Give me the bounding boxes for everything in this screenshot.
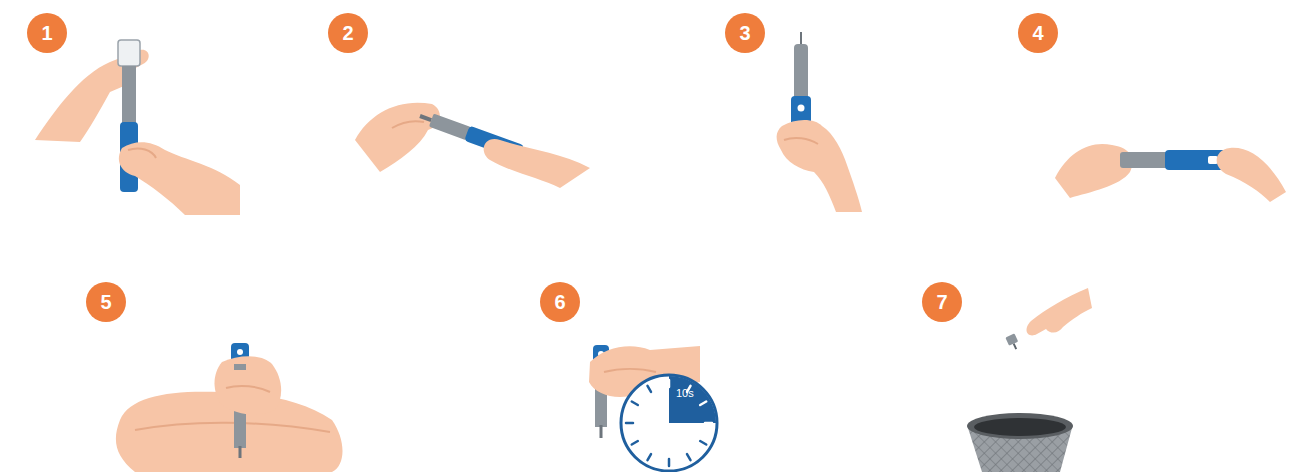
clock-outline (618, 372, 720, 472)
hand (484, 139, 590, 188)
clock-tick (632, 402, 638, 406)
finger-line (226, 386, 270, 392)
step-number: 3 (740, 23, 751, 43)
pen-cartridge (234, 364, 246, 370)
clock-tick (648, 454, 652, 460)
clock-tick (700, 441, 706, 445)
step-number-badge: 7 (922, 282, 962, 322)
step-4-art (1055, 144, 1286, 202)
finger-line (604, 369, 656, 372)
step-number: 5 (101, 292, 112, 312)
needle (1013, 343, 1017, 349)
badge-fill (725, 13, 765, 53)
needle (800, 32, 802, 46)
clock-face (621, 375, 717, 471)
hand (1027, 288, 1092, 335)
pen-window (237, 349, 243, 355)
step-2-art (355, 103, 590, 188)
step-number: 4 (1033, 23, 1044, 43)
pen-cartridge (429, 114, 471, 141)
step-number-badge: 6 (540, 282, 580, 322)
finger-line (128, 148, 156, 158)
step-number-badge: 3 (725, 13, 765, 53)
clock-tick (700, 402, 706, 406)
step-number-badge: 2 (328, 13, 368, 53)
pen-cartridge (1120, 152, 1168, 168)
badge-fill (328, 13, 368, 53)
clock-tick (626, 422, 633, 425)
hand (777, 120, 862, 212)
clock-tick (705, 422, 712, 425)
clock-tick (648, 386, 652, 392)
needle-hub (1005, 333, 1018, 345)
needle (600, 425, 603, 438)
step-number: 7 (937, 292, 948, 312)
skin-fold (135, 423, 330, 432)
clock-tick (668, 459, 671, 466)
badge-fill (86, 282, 126, 322)
pen-window (798, 105, 805, 112)
finger-line (784, 138, 818, 144)
step-number: 2 (343, 23, 354, 43)
badge-fill (540, 282, 580, 322)
badge-fill (1018, 13, 1058, 53)
step-number-badge: 5 (86, 282, 126, 322)
used-needle (1005, 333, 1020, 351)
bin-opening (974, 418, 1066, 436)
badge-fill (27, 13, 67, 53)
hand (1055, 144, 1133, 198)
badge-fill (922, 282, 962, 322)
clock-tick (632, 441, 638, 445)
pen-cartridge (122, 66, 136, 126)
timer-clock: 10s (618, 372, 720, 472)
clock-tick (668, 380, 671, 387)
finger-line (392, 121, 424, 128)
clock-wedge (669, 376, 716, 423)
step-number: 6 (555, 292, 566, 312)
needle-cap (118, 40, 140, 66)
needle (239, 446, 242, 458)
step-1-art (35, 40, 240, 215)
dose-window (1208, 156, 1218, 164)
clock-tick (687, 454, 691, 460)
step-5-art (116, 343, 343, 472)
timer-label: 10s (676, 388, 694, 399)
step-number-badge: 4 (1018, 13, 1058, 53)
hand (215, 356, 282, 414)
hand (355, 103, 440, 172)
pen-cartridge (794, 44, 808, 100)
bin-rim (967, 413, 1073, 439)
step-number-badge: 1 (27, 13, 67, 53)
step-number: 1 (42, 23, 53, 43)
step-3-art (777, 32, 862, 212)
hand (1217, 148, 1286, 202)
step-7-art (967, 288, 1092, 472)
hand (119, 142, 240, 215)
